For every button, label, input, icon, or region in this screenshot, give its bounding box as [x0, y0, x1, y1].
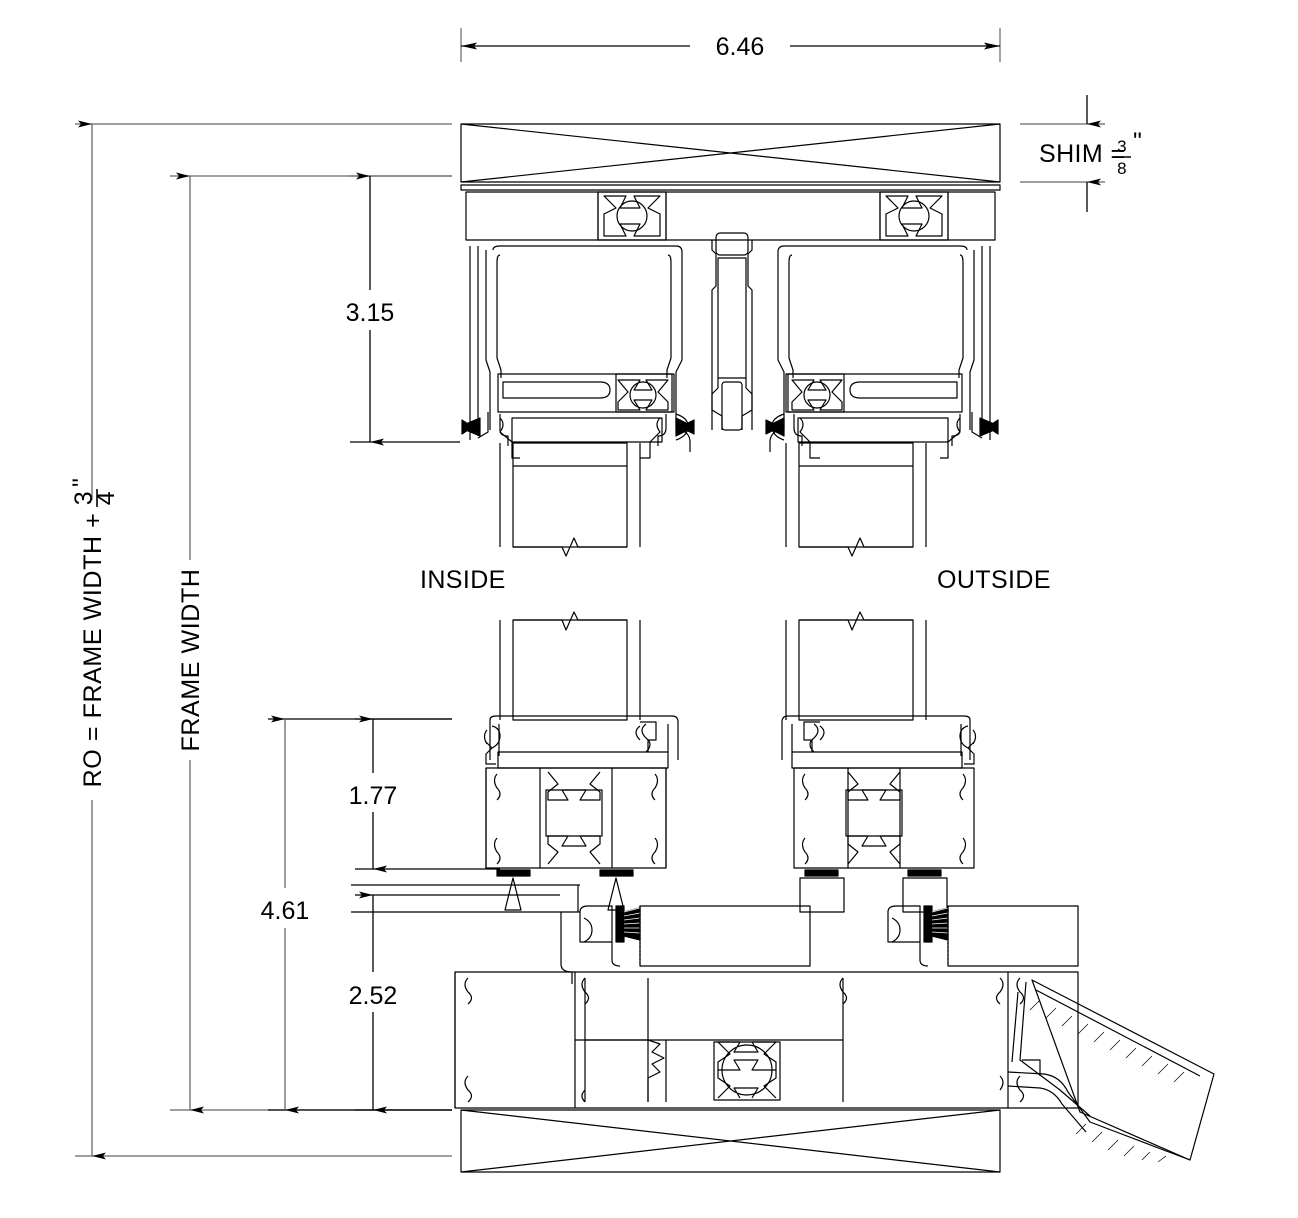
- sill-glass-right: [785, 611, 927, 721]
- ro-label-group: RO = FRAME WIDTH + 3 4 ": [68, 478, 120, 788]
- ro-label-text: RO = FRAME WIDTH +: [79, 513, 107, 788]
- dimension-sill-upper: 1.77: [349, 715, 500, 873]
- head-glass-left: [499, 442, 641, 557]
- sill-section-assembly: [351, 611, 1215, 1173]
- sill-sash-right: [781, 715, 977, 913]
- sill-threshold-body: [351, 884, 1079, 1109]
- dim-label-sill-total: 4.61: [261, 897, 310, 925]
- dim-label-head-height: 3.15: [346, 299, 395, 327]
- ro-unit-mark: ": [68, 478, 96, 487]
- fw-label-text: FRAME WIDTH: [177, 569, 205, 752]
- label-outside: OUTSIDE: [937, 566, 1051, 594]
- dimension-rough-opening: RO = FRAME WIDTH + 3 4 ": [68, 120, 452, 1160]
- dimension-overall-width: 6.46: [460, 28, 1001, 62]
- ro-denominator: 4: [92, 491, 120, 506]
- sill-sash-left: [483, 715, 679, 911]
- shim-unit-mark: ": [1133, 128, 1142, 156]
- head-shim-block: [460, 123, 1001, 183]
- head-outer-frame: [460, 184, 1001, 241]
- dim-label-overall-width: 6.46: [716, 33, 765, 61]
- sill-sloped-extension: [1007, 979, 1215, 1163]
- head-glass-right: [785, 442, 927, 557]
- shim-numerator: 3: [1117, 137, 1127, 156]
- head-center-interlock: [711, 232, 753, 431]
- sill-shim-block: [460, 1109, 1001, 1173]
- head-sash-right: [765, 245, 999, 459]
- dimension-head-height: 3.15: [346, 172, 460, 446]
- note-shim: SHIM = 3 8 ": [1020, 95, 1142, 212]
- dimension-sill-lower: 2.52: [349, 891, 560, 1114]
- ro-numerator: 3: [70, 491, 98, 506]
- head-section-assembly: [460, 123, 1001, 557]
- dim-label-sill-upper: 1.77: [349, 782, 398, 810]
- label-inside: INSIDE: [420, 566, 506, 594]
- head-sash-left: [461, 245, 695, 459]
- shim-label-text: SHIM =: [1039, 140, 1125, 168]
- sill-glass-left: [499, 611, 641, 721]
- dim-label-sill-lower: 2.52: [349, 982, 398, 1010]
- fw-label-group: FRAME WIDTH: [177, 569, 205, 752]
- shim-denominator: 8: [1117, 159, 1127, 178]
